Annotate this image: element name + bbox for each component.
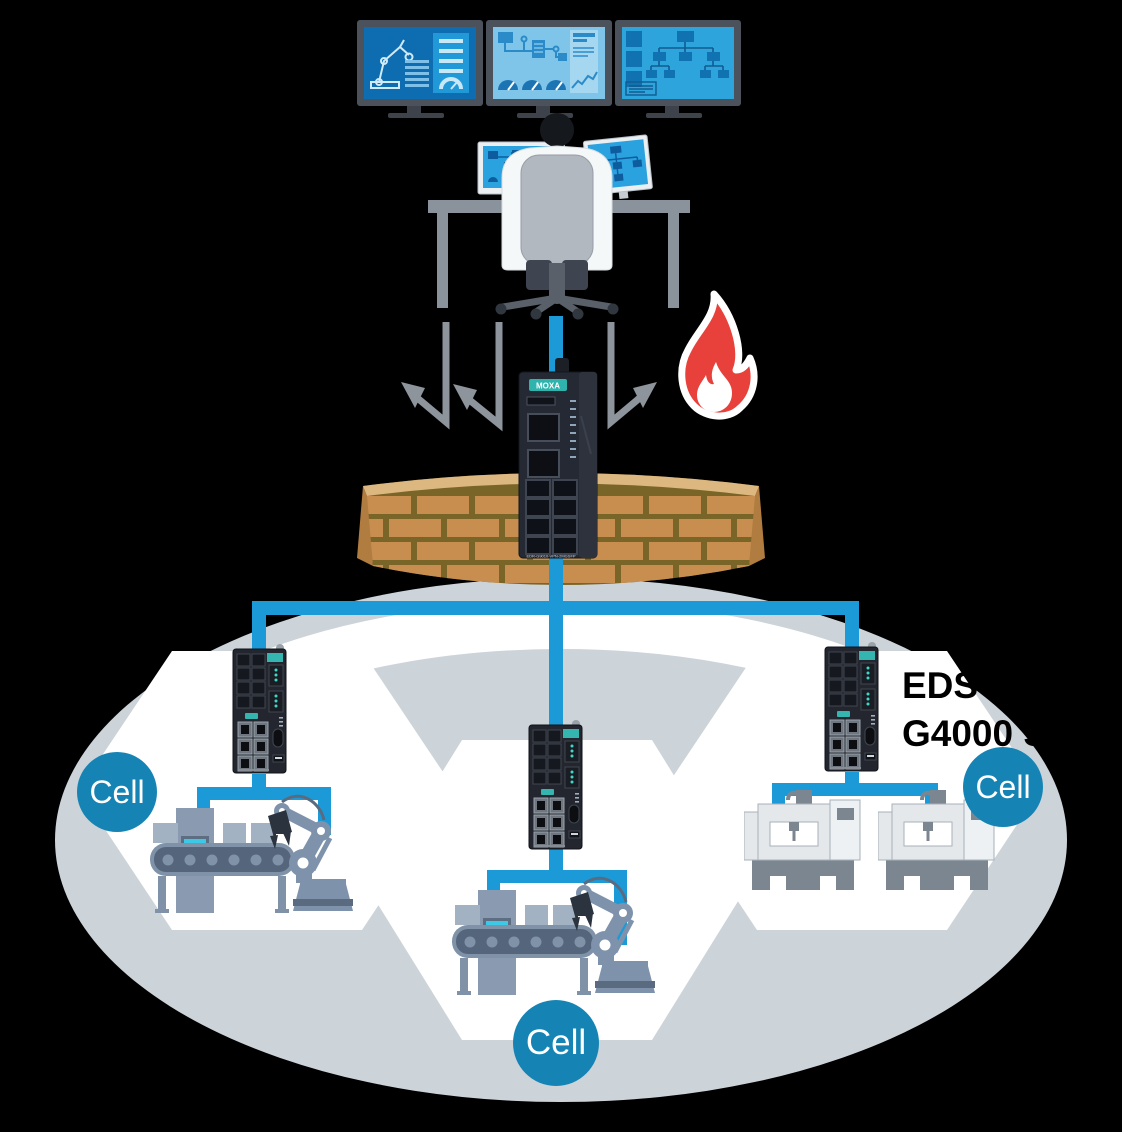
- office-chair-back: [520, 154, 594, 266]
- fire-icon: [678, 290, 758, 420]
- wall-top-face: [363, 473, 759, 496]
- switch-left: [232, 643, 287, 774]
- robot-arm-glyph: [370, 39, 414, 89]
- eds-series-line2: G4000 Series: [902, 713, 1122, 754]
- desk-leg-right: [668, 210, 679, 308]
- conveyor-robot-left: [150, 780, 355, 920]
- moxa-logo-text: MOXA: [536, 382, 560, 391]
- flame-inner: [697, 362, 732, 412]
- scada-monitor-2: [486, 20, 612, 118]
- cell-badge-label: Cell: [89, 773, 145, 810]
- arrowhead-icon: [633, 382, 657, 408]
- router-model-text: EDR-G9010-VPN-2MGSFP: [526, 554, 575, 559]
- network-tree: [646, 31, 729, 78]
- cell-badge-right: Cell: [963, 747, 1043, 827]
- cell-badge-label: Cell: [975, 768, 1031, 805]
- eds-series-label: EDS-4000/ G4000 Series: [902, 662, 1122, 758]
- monitor-stand: [646, 113, 702, 118]
- deflect-arrow-right: [607, 322, 645, 430]
- arrowhead-icon: [453, 384, 477, 410]
- conveyor-robot-middle: [452, 862, 657, 1002]
- switch-middle: [528, 719, 583, 850]
- arrowhead-icon: [401, 382, 425, 408]
- trunk-drop-right: [845, 601, 859, 649]
- usb-port: [526, 396, 556, 406]
- scada-monitor-3: [615, 20, 741, 118]
- deflect-arrow-left-2: [464, 322, 503, 432]
- office-chair-base: [495, 260, 619, 320]
- trunk-drop-middle: [549, 601, 563, 725]
- moxa-logo-plate: [529, 379, 567, 391]
- gauges: [498, 80, 566, 91]
- eds-series-line1: EDS-4000/: [902, 665, 1083, 706]
- sfp-slot-2: [527, 449, 560, 478]
- monitor-stand: [388, 113, 444, 118]
- router-downlink-cable: [549, 552, 563, 608]
- router-flange: [579, 372, 597, 558]
- operator-workstation: [428, 113, 690, 320]
- cell-badge-label: Cell: [525, 1023, 587, 1062]
- cell-badge-bottom: Cell: [513, 1000, 599, 1086]
- switch-right: [824, 641, 879, 772]
- desk-leg-left: [437, 210, 448, 308]
- process-schematic: [498, 32, 567, 61]
- secure-router-device: MOXA EDR-G9010-VPN-2MGSFP: [518, 358, 598, 559]
- wall-right-face: [749, 486, 765, 566]
- head: [540, 113, 574, 147]
- cell-badge-left: Cell: [77, 752, 157, 832]
- blocked-traffic-arrows: [401, 322, 657, 432]
- led-indicators: [570, 400, 576, 458]
- wall-left-face: [357, 486, 373, 566]
- scada-monitor-1: [357, 20, 483, 118]
- deflect-arrow-left-1: [412, 322, 450, 430]
- rightcell-bus: [772, 783, 938, 796]
- trunk-drop-left: [252, 601, 266, 649]
- sfp-slot-1: [527, 413, 560, 442]
- cnc-machine-1: [744, 788, 862, 892]
- midcell-stub: [549, 848, 563, 873]
- rj45-ports: [525, 479, 578, 555]
